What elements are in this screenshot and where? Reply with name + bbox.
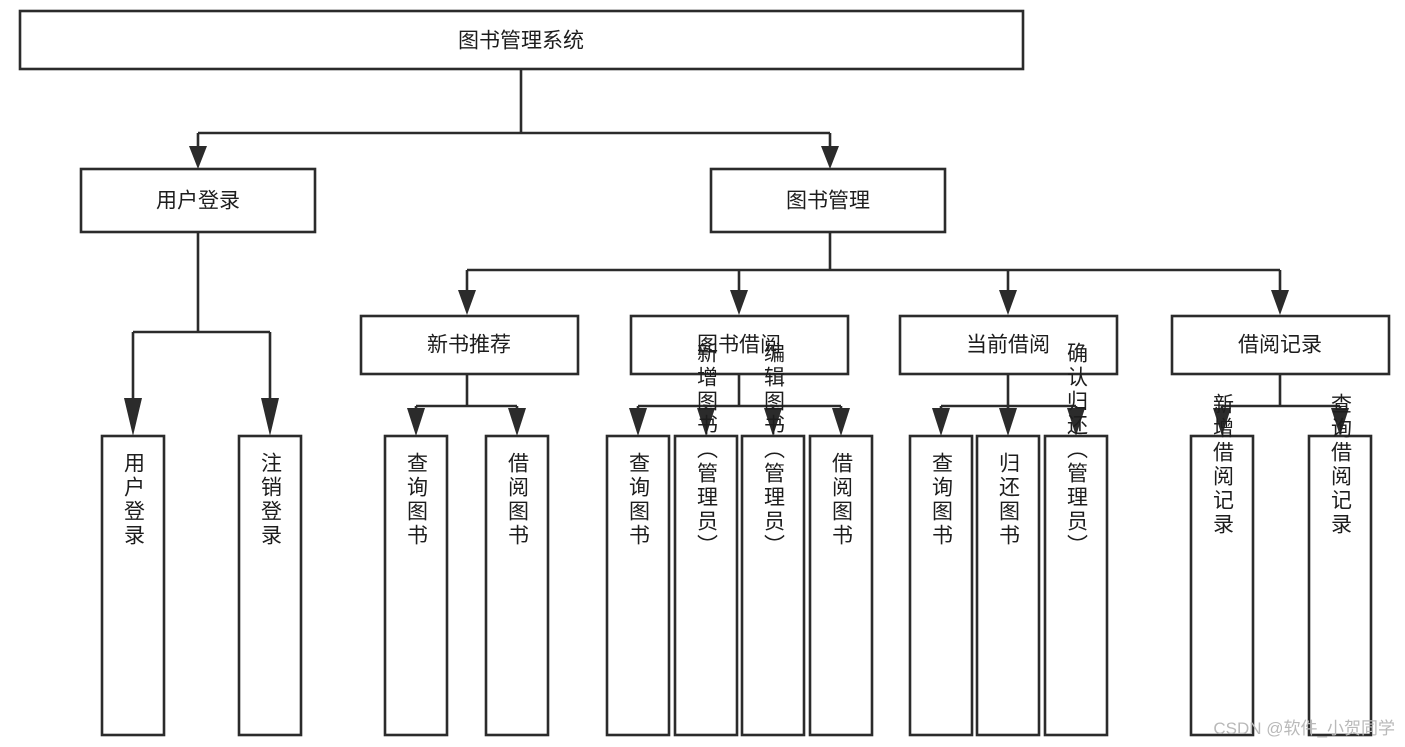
leaf-book-borrow-4[interactable]: 借阅图书 (808, 434, 874, 737)
leaf-user-login-2-label: 注销登录 (259, 452, 283, 548)
node-book-borrow[interactable]: 图书借阅 (629, 314, 850, 376)
leaf-borrow-record-2-box[interactable] (1307, 434, 1373, 737)
leaf-new-book-2-label: 借阅图书 (506, 452, 530, 548)
node-book-borrow-label: 图书借阅 (697, 334, 781, 357)
node-book-manage-label: 图书管理 (786, 190, 870, 213)
node-current-borrow[interactable]: 当前借阅 (898, 314, 1119, 376)
arrowhead-l3-1 (458, 290, 476, 315)
leaf-book-borrow-2-box[interactable] (673, 434, 739, 737)
node-borrow-record-box[interactable] (1170, 314, 1391, 376)
node-book-manage-box[interactable] (709, 167, 947, 234)
leaf-current-borrow-1[interactable]: 查询图书 (908, 434, 974, 737)
leaf-user-login-2-box[interactable] (237, 434, 303, 737)
arrowhead-bb-1 (629, 408, 647, 436)
leaf-current-borrow-2[interactable]: 归还图书 (975, 434, 1041, 737)
arrowhead-ul-2 (261, 398, 279, 436)
node-user-login[interactable]: 用户登录 (79, 167, 317, 234)
leaf-book-borrow-2[interactable]: 新增图书（管理员） (673, 342, 739, 737)
leaf-current-borrow-3-box[interactable] (1043, 434, 1109, 737)
node-borrow-record-label: 借阅记录 (1238, 334, 1322, 357)
node-new-book-recommend-box[interactable] (359, 314, 580, 376)
node-book-manage[interactable]: 图书管理 (709, 167, 947, 234)
arrowhead-l3-3 (999, 290, 1017, 315)
node-new-book-recommend-label: 新书推荐 (427, 334, 511, 357)
leaf-book-borrow-2-label: 新增图书（管理员） (695, 342, 719, 558)
node-user-login-label: 用户登录 (156, 190, 240, 213)
arrowhead-l3-4 (1271, 290, 1289, 315)
leaf-current-borrow-1-label: 查询图书 (930, 452, 954, 548)
leaf-user-login-2[interactable]: 注销登录 (237, 434, 303, 737)
arrowhead-l3-2 (730, 290, 748, 315)
node-current-borrow-label: 当前借阅 (966, 334, 1050, 357)
leaf-user-login-1[interactable]: 用户登录 (100, 434, 166, 737)
leaf-new-book-2[interactable]: 借阅图书 (484, 434, 550, 737)
leaf-book-borrow-1-box[interactable] (605, 434, 671, 737)
leaf-borrow-record-1-label: 新增借阅记录 (1211, 393, 1235, 537)
leaf-new-book-1-label: 查询图书 (405, 452, 429, 548)
leaf-book-borrow-1-label: 查询图书 (627, 452, 651, 548)
leaf-current-borrow-3[interactable]: 确认归还（管理员） (1043, 342, 1109, 737)
arrowhead-cb-1 (932, 408, 950, 436)
node-borrow-record[interactable]: 借阅记录 (1170, 314, 1391, 376)
leaf-borrow-record-2-label: 查询借阅记录 (1329, 393, 1353, 537)
leaf-book-borrow-3[interactable]: 编辑图书（管理员） (740, 342, 806, 737)
arrowhead-ul-1 (124, 398, 142, 436)
leaf-current-borrow-2-label: 归还图书 (997, 452, 1021, 548)
arrowhead-br-1 (1213, 408, 1231, 436)
leaf-current-borrow-2-box[interactable] (975, 434, 1041, 737)
leaf-book-borrow-4-label: 借阅图书 (830, 452, 854, 548)
arrowhead-br-2 (1331, 408, 1349, 436)
leaf-borrow-record-1-box[interactable] (1189, 434, 1255, 737)
connector-layer (124, 70, 1349, 436)
leaf-book-borrow-3-label: 编辑图书（管理员） (762, 342, 786, 558)
node-root-box[interactable] (18, 9, 1025, 71)
arrowhead-book-manage (821, 146, 839, 169)
arrowhead-nb-1 (407, 408, 425, 436)
leaf-new-book-1[interactable]: 查询图书 (383, 434, 449, 737)
leaf-user-login-1-label: 用户登录 (122, 452, 146, 548)
leaf-current-borrow-3-label: 确认归还（管理员） (1065, 342, 1089, 558)
leaf-book-borrow-4-box[interactable] (808, 434, 874, 737)
leaf-book-borrow-3-box[interactable] (740, 434, 806, 737)
leaf-new-book-1-box[interactable] (383, 434, 449, 737)
arrowhead-user-login (189, 146, 207, 169)
leaf-borrow-record-2[interactable]: 查询借阅记录 (1307, 393, 1373, 737)
node-root-label: 图书管理系统 (458, 30, 584, 53)
leaf-new-book-2-box[interactable] (484, 434, 550, 737)
leaf-book-borrow-1[interactable]: 查询图书 (605, 434, 671, 737)
node-new-book-recommend[interactable]: 新书推荐 (359, 314, 580, 376)
arrowhead-bb-4 (832, 408, 850, 436)
leaf-current-borrow-1-box[interactable] (908, 434, 974, 737)
arrowhead-bb-2 (697, 408, 715, 436)
node-book-borrow-box[interactable] (629, 314, 850, 376)
arrowhead-nb-2 (508, 408, 526, 436)
leaf-borrow-record-1[interactable]: 新增借阅记录 (1189, 393, 1255, 737)
node-root[interactable]: 图书管理系统 (18, 9, 1025, 71)
arrowhead-cb-2 (999, 408, 1017, 436)
node-user-login-box[interactable] (79, 167, 317, 234)
leaf-user-login-1-box[interactable] (100, 434, 166, 737)
node-current-borrow-box[interactable] (898, 314, 1119, 376)
arrowhead-bb-3 (764, 408, 782, 436)
arrowhead-cb-3 (1067, 408, 1085, 436)
